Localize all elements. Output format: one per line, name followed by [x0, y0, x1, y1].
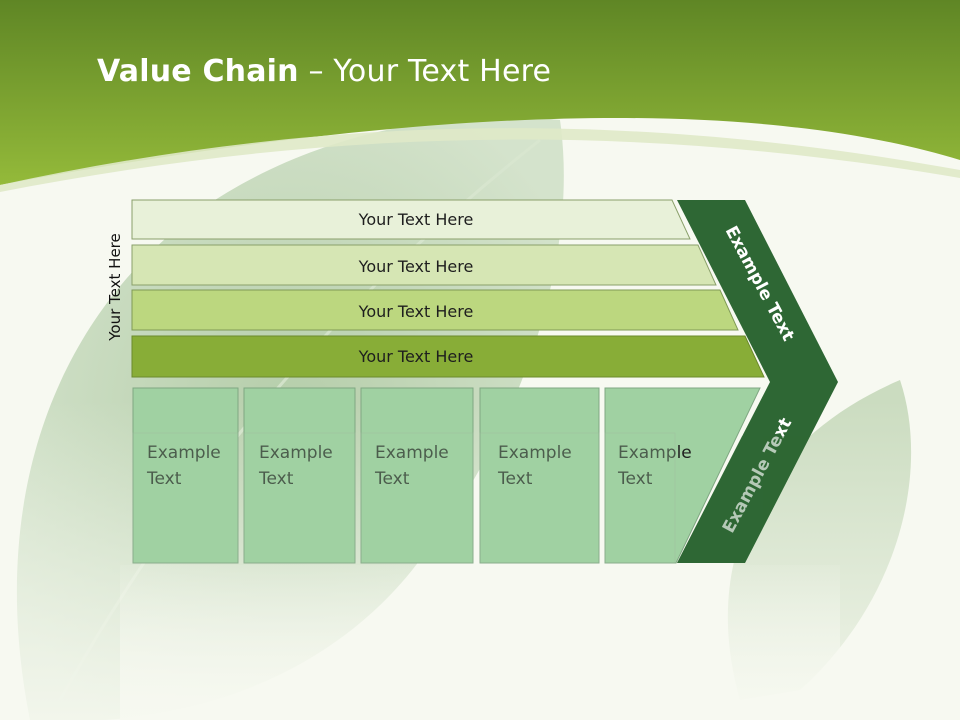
margin-arrow-top [677, 200, 838, 382]
primary-box-4-line2: Text [497, 469, 533, 489]
margin-arrow-bottom [677, 382, 838, 563]
primary-box-2-line1: Example [259, 443, 333, 463]
primary-box-4-line1: Example [498, 443, 572, 463]
reflection-box-2 [243, 432, 356, 564]
primary-box-2 [243, 387, 356, 564]
support-row-4-text: Your Text Here [358, 347, 474, 366]
header-swoosh [0, 128, 960, 192]
primary-box-4 [479, 387, 600, 564]
title-rest: – Your Text Here [298, 54, 552, 89]
support-row-2-text: Your Text Here [358, 257, 474, 276]
primary-box-3-line1: Example [375, 443, 449, 463]
reflection-box-4 [479, 432, 600, 564]
primary-box-1-line2: Text [146, 469, 182, 489]
primary-box-3-line2: Text [374, 469, 410, 489]
support-rows: Your Text Here Your Text Here Your Text … [131, 199, 765, 378]
slide-title: Value Chain – Your Text Here [97, 54, 551, 89]
primary-box-5 [604, 387, 761, 564]
support-row-3-text: Your Text Here [358, 302, 474, 321]
reflection-box-1 [132, 432, 239, 564]
support-row-1 [131, 199, 691, 240]
support-row-4 [131, 335, 765, 378]
header-band [0, 0, 960, 185]
primary-box-5-line1: Example [618, 443, 692, 463]
support-row-1-text: Your Text Here [358, 210, 474, 229]
primary-box-5-line2: Text [617, 469, 653, 489]
support-row-3 [131, 289, 739, 331]
primary-box-1 [132, 387, 239, 564]
primary-boxes: Example Text Example Text Example Text E… [132, 387, 761, 564]
support-row-2 [131, 244, 717, 286]
reflection-box-5 [604, 432, 676, 564]
primary-box-3 [360, 387, 474, 564]
reflection-arrow [677, 436, 810, 563]
primary-box-2-line2: Text [258, 469, 294, 489]
reflection [132, 432, 810, 564]
primary-box-1-line1: Example [147, 443, 221, 463]
title-bold: Value Chain [97, 54, 299, 89]
reflection-box-3 [360, 432, 474, 564]
